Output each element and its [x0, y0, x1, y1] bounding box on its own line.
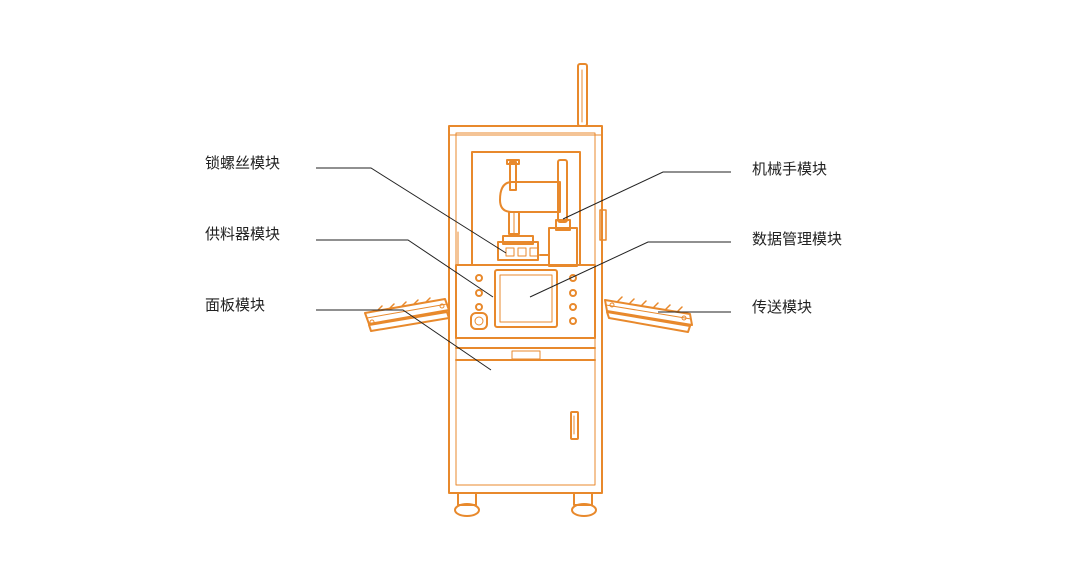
leader-screw [316, 167, 507, 254]
casters [454, 492, 597, 517]
leader-data [529, 241, 731, 298]
antenna [577, 63, 588, 127]
control-panel [455, 264, 596, 361]
screw-module [497, 235, 549, 261]
robot-arm [499, 159, 578, 267]
leader-panel [316, 309, 492, 371]
leader-robot [562, 171, 731, 220]
label-panel-module: 面板模块 [205, 296, 266, 314]
cabinet-door [570, 411, 579, 440]
label-data-module: 数据管理模块 [752, 230, 843, 248]
leader-feeder [316, 239, 494, 298]
label-screw-module: 锁螺丝模块 [205, 154, 281, 172]
label-robot-module: 机械手模块 [752, 160, 828, 178]
leader-lines [316, 167, 731, 371]
label-feeder-module: 供料器模块 [205, 225, 281, 243]
label-conveyor-module: 传送模块 [752, 298, 813, 316]
left-conveyor [364, 297, 450, 332]
right-conveyor [604, 296, 693, 333]
